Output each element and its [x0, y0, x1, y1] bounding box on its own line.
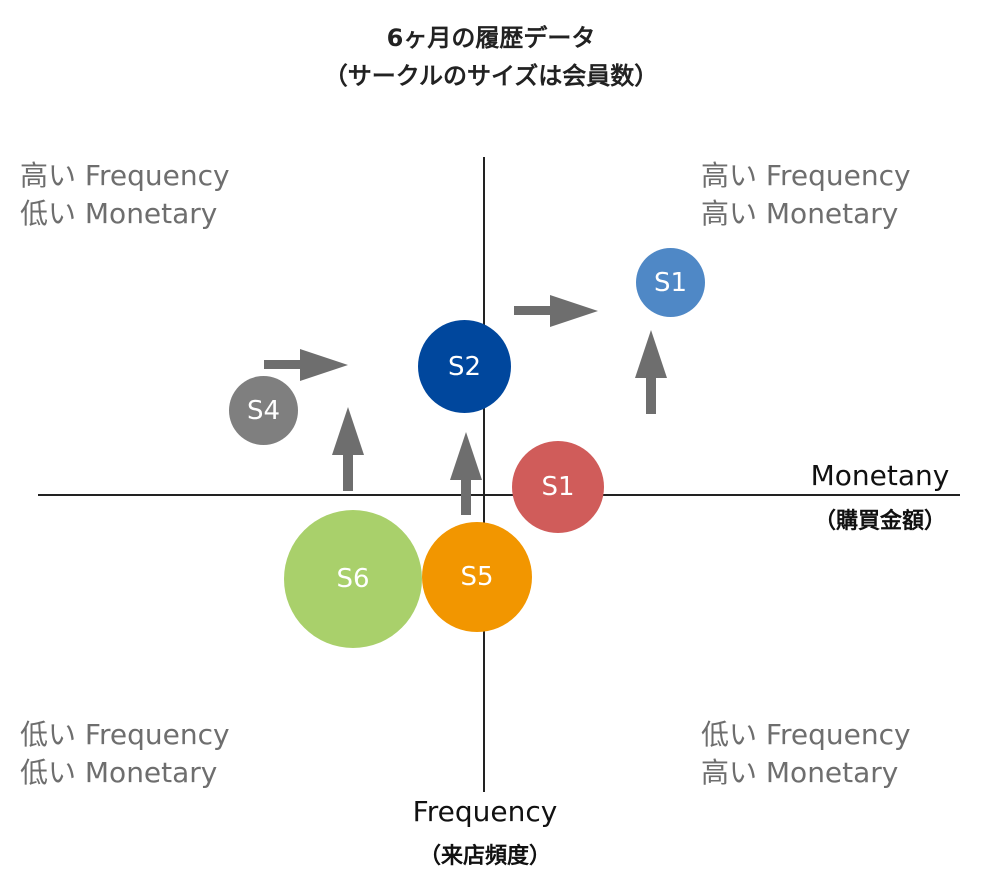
quadrant-monetary-text: 低い Monetary [20, 197, 218, 230]
quadrant-label-top-left: 高い Frequency 低い Monetary [20, 157, 230, 233]
segment-label: S1 [541, 472, 575, 502]
quadrant-label-bottom-right: 低い Frequency 高い Monetary [701, 716, 911, 792]
quadrant-frequency-text: 高い Frequency [20, 159, 230, 192]
diagram-title: 6ヶ月の履歴データ [386, 24, 596, 52]
x-axis-label: Monetany [810, 459, 950, 492]
arrow-up-icon [332, 407, 364, 491]
y-axis-sublabel: （来店頻度） [418, 844, 551, 869]
quadrant-frequency-text: 低い Frequency [20, 718, 230, 751]
quadrant-label-top-right: 高い Frequency 高い Monetary [701, 157, 911, 233]
quadrant-frequency-text: 低い Frequency [701, 718, 911, 751]
arrow-up-icon [450, 432, 482, 515]
segment-bubble-s4: S4 [229, 376, 298, 445]
quadrant-monetary-text: 高い Monetary [701, 197, 899, 230]
segment-label: S5 [460, 562, 494, 592]
quadrant-frequency-text: 高い Frequency [701, 159, 911, 192]
segment-label: S2 [447, 351, 482, 382]
diagram-subtitle: （サークルのサイズは会員数） [323, 62, 659, 90]
y-axis-label: Frequency [412, 795, 558, 828]
segment-label: S6 [336, 564, 370, 594]
arrow-right-icon [264, 349, 348, 381]
segment-bubble-s5: S5 [422, 522, 532, 632]
segment-label: S4 [246, 395, 281, 426]
segment-label: S1 [653, 267, 688, 298]
x-axis-sublabel: （購買金額） [813, 509, 946, 534]
segment-bubble-s1-right: S1 [512, 441, 604, 533]
quadrant-monetary-text: 高い Monetary [701, 756, 899, 789]
arrow-up-icon [635, 330, 667, 414]
segment-bubble-s2: S2 [418, 320, 511, 413]
segment-bubble-s1-top: S1 [636, 248, 705, 317]
arrow-right-icon [514, 295, 598, 327]
quadrant-label-bottom-left: 低い Frequency 低い Monetary [20, 716, 230, 792]
quadrant-monetary-text: 低い Monetary [20, 756, 218, 789]
segment-bubble-s6: S6 [284, 510, 422, 648]
